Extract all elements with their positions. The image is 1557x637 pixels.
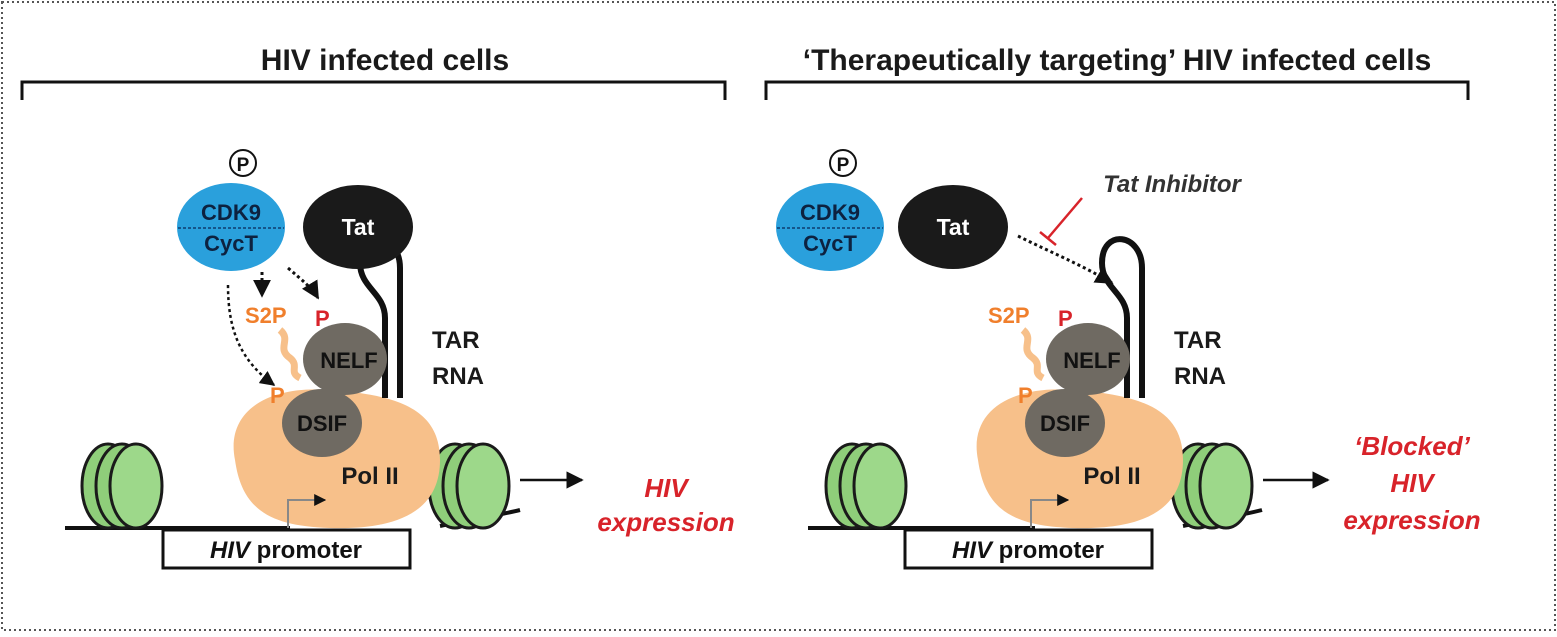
tat-label: Tat — [937, 214, 970, 240]
panel-left: HIV infected cells HIV promoter Pol II T… — [20, 44, 735, 570]
ctd-tail — [277, 327, 302, 382]
promoter-box — [161, 528, 412, 570]
phospho-label: P — [837, 155, 850, 176]
pol2-label: Pol II — [1083, 463, 1140, 490]
dsif-label: DSIF — [1040, 411, 1090, 436]
tat-protein — [898, 185, 1008, 269]
promoter-label: HIV promoter — [210, 537, 362, 564]
tar-label: TAR — [432, 327, 480, 354]
p-dsif-label: P — [1018, 383, 1033, 408]
p-dsif-label: P — [270, 383, 285, 408]
tat-inhibitor-label: Tat Inhibitor — [1103, 171, 1242, 198]
promoter-box — [903, 528, 1154, 570]
cdk9-cyct-complex — [177, 183, 285, 271]
p-nelf-label: P — [315, 306, 330, 331]
outcome-line-2: HIV — [1390, 468, 1436, 498]
outcome-line-1: ‘Blocked’ — [1354, 431, 1470, 461]
tss-arrow — [287, 494, 327, 528]
outcome-line-1: HIV — [644, 473, 690, 503]
cdk9-cyct-complex — [776, 183, 884, 271]
cyct-label: CycT — [204, 231, 258, 256]
panel-right: ‘Therapeutically targeting’ HIV infected… — [764, 44, 1481, 570]
nucleosome-left — [824, 442, 908, 530]
panel-bracket — [20, 80, 727, 100]
nucleosome-left — [80, 442, 164, 530]
tat-label: Tat — [342, 214, 375, 240]
phospho-arrow-nelf — [287, 266, 320, 300]
tat-protein — [303, 185, 413, 269]
nelf-label: NELF — [320, 348, 377, 373]
panel-title: ‘Therapeutically targeting’ HIV infected… — [803, 44, 1432, 77]
nelf-blob — [1046, 323, 1130, 395]
nelf-label: NELF — [1063, 348, 1120, 373]
promoter-label: HIV promoter — [952, 537, 1104, 564]
s2p-label: S2P — [245, 303, 287, 328]
tat-tar-arrow — [1017, 234, 1114, 285]
tar-label: TAR — [1174, 327, 1222, 354]
cdk9-label: CDK9 — [800, 200, 860, 225]
phospho-circle — [229, 149, 257, 177]
panel-title: HIV infected cells — [261, 44, 509, 77]
dsif-label: DSIF — [297, 411, 347, 436]
phospho-circle — [829, 149, 857, 177]
nelf-blob — [303, 323, 387, 395]
nucleosome-right — [427, 442, 511, 530]
inhibitor-bar — [1039, 231, 1057, 246]
outcome-line-2: expression — [597, 507, 734, 537]
dsif-blob — [282, 389, 362, 457]
pol2-label: Pol II — [341, 463, 398, 490]
rna-label: RNA — [432, 363, 484, 390]
cdk9-label: CDK9 — [201, 200, 261, 225]
rna-label: RNA — [1174, 363, 1226, 390]
cyct-label: CycT — [803, 231, 857, 256]
tss-arrow — [1030, 494, 1070, 528]
dsif-blob — [1025, 389, 1105, 457]
nucleosome-right — [1170, 442, 1254, 530]
phospho-arrow-dsif — [226, 284, 276, 387]
phospho-label: P — [237, 155, 250, 176]
s2p-label: S2P — [988, 303, 1030, 328]
outcome-line-3: expression — [1343, 505, 1480, 535]
ctd-tail — [1020, 327, 1045, 382]
panel-bracket — [764, 80, 1470, 100]
p-nelf-label: P — [1058, 306, 1073, 331]
inhibitor-line — [1047, 197, 1083, 239]
